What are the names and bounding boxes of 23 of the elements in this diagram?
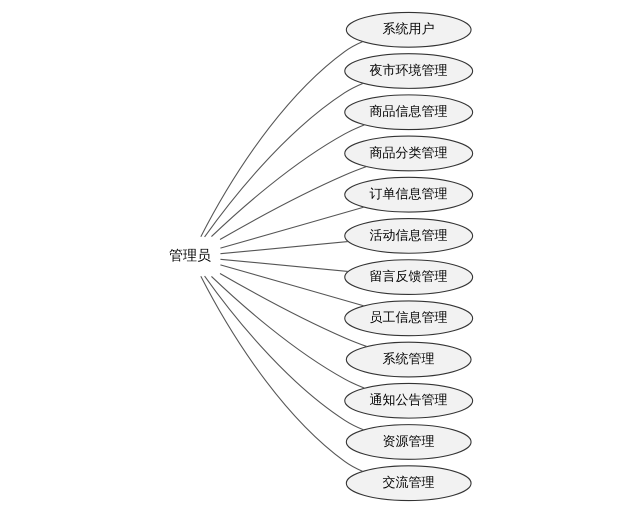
connector: [211, 276, 365, 389]
node-ellipse: 员工信息管理: [344, 300, 474, 336]
connector: [220, 241, 348, 254]
connector: [200, 41, 363, 238]
node-ellipse: 商品信息管理: [344, 94, 474, 130]
connector: [220, 264, 364, 306]
node-ellipse: 留言反馈管理: [344, 259, 474, 295]
node-ellipse: 商品分类管理: [344, 136, 474, 172]
connector: [204, 276, 364, 430]
connector: [220, 206, 364, 249]
node-ellipse: 系统管理: [346, 342, 472, 378]
node-ellipse: 交流管理: [346, 465, 472, 502]
node-ellipse: 通知公告管理: [344, 382, 474, 419]
node-text: 管理员: [169, 248, 212, 264]
connector: [211, 124, 365, 237]
connector: [204, 82, 364, 238]
node-ellipse: 夜市环境管理: [344, 53, 474, 89]
connector: [200, 276, 363, 472]
node-ellipse: 系统用户: [346, 12, 472, 48]
connector: [220, 258, 348, 272]
node-ellipse: 订单信息管理: [344, 176, 474, 213]
node-ellipse: 活动信息管理: [344, 218, 474, 254]
node-ellipse: 资源管理: [346, 424, 472, 460]
